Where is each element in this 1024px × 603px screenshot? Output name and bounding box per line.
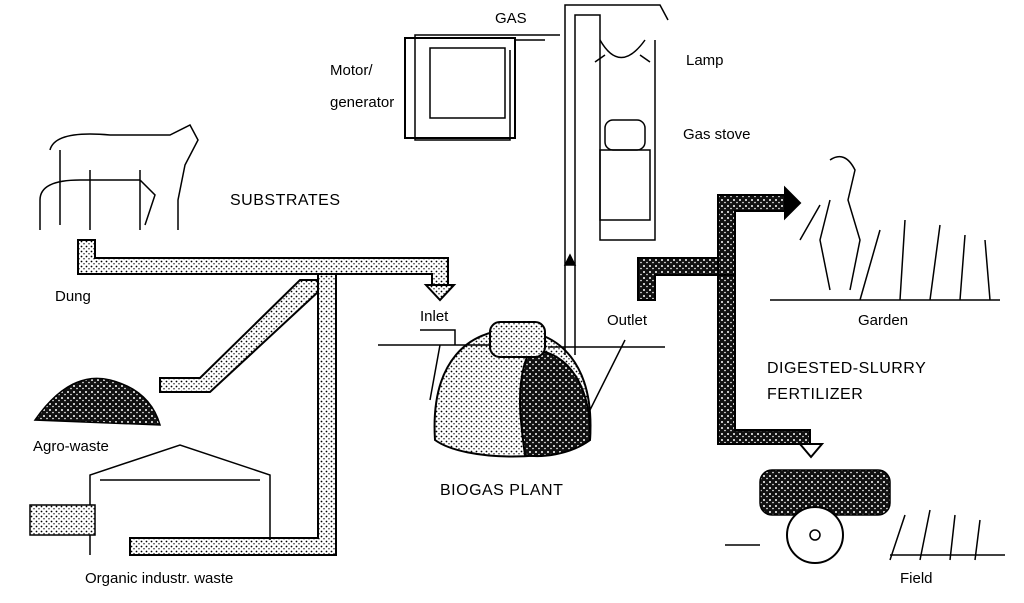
industry-shed: [89, 444, 271, 555]
livestock: [39, 124, 199, 230]
motor-label-line2: generator: [330, 94, 395, 111]
inlet-label: Inlet: [420, 308, 449, 325]
outlet-label: Outlet: [607, 312, 648, 329]
gas-label: GAS: [495, 10, 527, 27]
collector-pipe: [129, 273, 337, 556]
lamp: [594, 39, 651, 63]
inlet-tube: [420, 329, 456, 401]
lamp-label: Lamp: [686, 52, 724, 69]
dung-label: Dung: [55, 288, 91, 305]
gas-pipe: [414, 4, 669, 355]
gas-holder: [489, 321, 546, 358]
garden-pipe: [717, 194, 786, 276]
motor-label-line1: Motor/: [330, 62, 373, 79]
outlet-tube: [589, 339, 626, 411]
gardener: [799, 155, 861, 291]
motor-generator: [404, 37, 516, 139]
fertilizer-label-line1: DIGESTED-SLURRY: [767, 360, 927, 377]
gas-stove-label: Gas stove: [683, 126, 751, 143]
agro-waste-label: Agro-waste: [33, 438, 109, 455]
biogas-plant-label: BIOGAS PLANT: [440, 482, 564, 499]
inlet-arrow: [423, 284, 457, 302]
field-arrow: [797, 443, 825, 459]
outlet-pipe: [637, 257, 811, 445]
fertilizer-label-line2: FERTILIZER: [767, 386, 864, 403]
field-label: Field: [900, 570, 933, 587]
agro-pipe: [159, 279, 319, 393]
dung-pipe: [77, 239, 449, 286]
garden-plants: [770, 219, 1000, 301]
organic-waste-label: Organic industr. waste: [85, 570, 234, 587]
dome-slurry: [519, 348, 592, 458]
substrates-label: SUBSTRATES: [230, 192, 341, 209]
gas-stove: [599, 149, 651, 221]
garden-arrow: [784, 185, 802, 221]
garden-label: Garden: [858, 312, 909, 329]
agro-waste-pile: [33, 377, 162, 426]
